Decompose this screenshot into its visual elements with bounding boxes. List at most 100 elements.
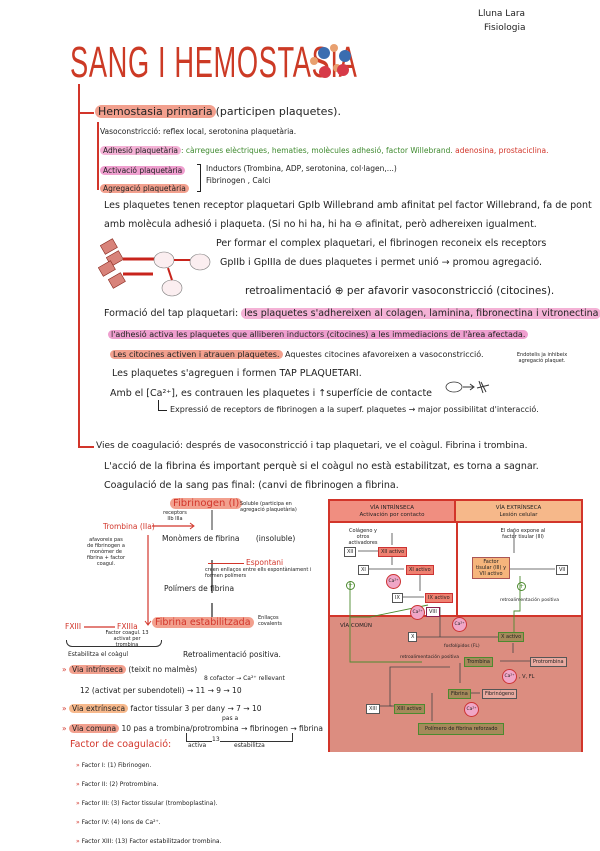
paragraph-line: amb molècula adhesió i plaqueta. (Si no … <box>104 219 537 230</box>
factor-xi: XI <box>358 565 369 575</box>
fibrinogen-calci-text: Fibrinogen , Calci <box>206 176 271 185</box>
via-extrinseca-line: » Via extrínseca factor tissular 3 per d… <box>62 704 262 713</box>
via-comuna-label: Via comuna <box>68 724 120 733</box>
via-intrinseca-label: Via intrínseca <box>68 665 126 674</box>
calcium-ion-icon: Ca²⁺ <box>464 702 479 717</box>
factor-item: » Factor III: (3) Factor tissular (tromb… <box>76 800 218 807</box>
vasoconstriccio-line: Vasoconstricció: reflex local, serotonin… <box>100 127 297 136</box>
fosfolipidos-label: fosfolípidos (FL) <box>444 644 480 649</box>
factor-x: X <box>408 632 418 642</box>
calcium-ion-icon: Ca²⁺ <box>410 605 425 620</box>
factor-item: » Factor XIII: (13) Factor estabilitzado… <box>76 838 222 845</box>
section-hemostasia-primaria: Hemostasia primaria(participen plaquetes… <box>95 105 341 118</box>
fxiiia-node: FXIIIa <box>117 622 138 631</box>
trombina-node: Trombina <box>464 657 493 667</box>
trombina-node: Trombina (IIa) <box>103 522 155 531</box>
tap-line: Expressió de receptors de fibrinogen a l… <box>170 405 539 414</box>
factor-13-note: 13 <box>212 736 220 743</box>
activacio-label: Activació plaquetària <box>100 166 186 175</box>
estabilitzada-label: Fibrina estabilitzada <box>152 617 254 628</box>
connector-line <box>158 400 167 411</box>
polimers-node: Polímers de fibrina <box>164 584 235 593</box>
activacio-text: Activació plaquetària <box>100 166 186 175</box>
adhesio-inhibitors: adenosina, prostaciclina. <box>455 146 549 155</box>
positive-feedback-icon: + <box>346 581 355 590</box>
factor-item: » Factor II: (2) Protrombina. <box>76 781 159 788</box>
fibrinogen-label: Fibrinogen (I) <box>170 498 243 509</box>
factor-tisular-vii-activo: Factor tisular (III) y VII activo <box>472 557 510 579</box>
tap-highlight: Les citocines activen i atrauen plaquete… <box>110 350 283 359</box>
tap-highlight: les plaquetes s'adhereixen al colagen, l… <box>241 308 600 319</box>
factor-xiii: XIII <box>366 704 380 714</box>
cofactor-note: 8 cofactor → Ca²⁺ rellevant <box>204 675 285 682</box>
factor-xi-activo: XI activo <box>406 565 434 575</box>
fxiiia-note: Factor coagul. 13 activat per trombina <box>105 630 149 648</box>
factor-ix: IX <box>392 593 403 603</box>
via-intrinseca-line: » Via intrínseca (teixit no malmès) <box>62 665 198 674</box>
branch-line <box>78 112 94 114</box>
monomers-label: Monòmers de fibrina <box>162 534 240 543</box>
espontani-label: Espontani <box>246 558 284 567</box>
tree-trunk-line <box>78 84 80 448</box>
tap-line: Les plaquetes s'agreguen i formen TAP PL… <box>112 368 362 379</box>
page-title: SANG I HEMOSTASIA <box>70 38 358 87</box>
receptors-note: receptors IIb IIIa <box>163 510 187 522</box>
comuna-chain: 10 pas a trombina/protrombina → fibrinog… <box>121 724 324 733</box>
platelet-activation-icon <box>445 380 490 394</box>
fibrinogeno-node: Fibrinógeno <box>482 689 518 699</box>
tap-line: l'adhesió activa les plaquetes que allib… <box>108 330 529 339</box>
tap-text: Aquestes citocines afavoreixen a vasocon… <box>285 350 484 359</box>
paragraph-line: GpIIb i GpIIIa de dues plaquetes i perme… <box>220 257 543 268</box>
soluble-note: Soluble (participa en agregació plaquetà… <box>240 501 297 513</box>
factor-ix-activo: IX activo <box>425 593 453 603</box>
v-fl-label: , V, FL <box>519 674 535 680</box>
via-intrinseca-note: (teixit no malmès) <box>128 665 198 674</box>
retro-label: retroalimentación positiva <box>400 655 459 660</box>
activa-note: activa <box>188 742 207 749</box>
factor-xii: XII <box>344 547 357 557</box>
subject-name: Fisiologia <box>484 23 526 33</box>
paragraph-line: Per formar el complex plaquetari, el fib… <box>216 238 547 249</box>
espontani-arrow <box>208 563 244 565</box>
branch-line <box>78 446 94 448</box>
factor-xiii-activo: XIII activo <box>394 704 425 714</box>
factors-heading: Factor de coagulació: <box>70 739 172 750</box>
adhesio-label: Adhesió plaquetària <box>100 146 181 155</box>
fibrinogen-node: Fibrinogen (I) <box>170 498 243 509</box>
estabilitza-note: Estabilitza el coàgul <box>68 651 129 658</box>
espontani-note: creen enllaços entre ells espontàniament… <box>205 567 312 579</box>
estabilitza-note: estabilitza <box>234 742 265 749</box>
tap-line: Amb el [Ca²⁺], es contrauen les plaquete… <box>110 388 433 399</box>
via-comuna-line: » Via comuna 10 pas a trombina/protrombi… <box>62 724 324 733</box>
monomers-node: Monòmers de fibrina (insoluble) <box>162 534 295 543</box>
adhesio-line: Adhesió plaquetària: càrregues elèctriqu… <box>100 146 549 155</box>
agregacio-label: Agregació plaquetària <box>100 184 189 193</box>
tap-highlight: l'adhesió activa les plaquetes que allib… <box>108 330 529 339</box>
factors-list: » Factor I: (1) Fibrinogen. » Factor II:… <box>76 756 276 851</box>
brace <box>66 640 162 647</box>
vies-line: Coagulació de la sang pas final: (canvi … <box>104 480 399 491</box>
pas-a-note: pas a <box>222 715 239 722</box>
inductors-text: Inductors (Trombina, ADP, serotonina, co… <box>206 164 397 173</box>
factor-xii-activo: XII activo <box>378 547 408 557</box>
agregacio-text: Agregació plaquetària <box>100 184 189 193</box>
factor-x-activo: X activo <box>498 632 525 642</box>
enllacos-note: Enllaços covalents <box>258 615 283 627</box>
platelet-adhesion-illustration <box>98 238 211 297</box>
polimero-fibrina-node: Polímero de fibrina reforzado <box>418 723 505 735</box>
calcium-ion-icon: Ca²⁺ <box>386 574 401 589</box>
tap-label: Formació del tap plaquetari: <box>104 308 239 319</box>
calcium-ion-icon: Ca²⁺ <box>452 617 467 632</box>
retroalimentacio-note: retroalimentació ⊕ per afavorir vasocons… <box>245 285 555 297</box>
dano-label: El daño expone al factor tisular (III) <box>500 528 546 540</box>
diagram-arrows <box>349 531 555 721</box>
bracket <box>197 164 201 192</box>
insoluble-note: (insoluble) <box>255 534 296 543</box>
extrinseca-chain: factor tissular 3 per dany → 7 → 10 <box>130 704 262 713</box>
retro-label: retroalimentación positiva <box>500 598 559 603</box>
endotelis-note: Endotelis ja inhibeix agregació plaquet. <box>516 352 568 364</box>
sub-branch-line <box>97 122 99 190</box>
blood-cells-icon <box>310 44 351 78</box>
intrinseca-chain: 12 (activat per subendoteli) → 11 → 9 → … <box>80 686 242 695</box>
factor-viii: VIII <box>426 607 440 617</box>
